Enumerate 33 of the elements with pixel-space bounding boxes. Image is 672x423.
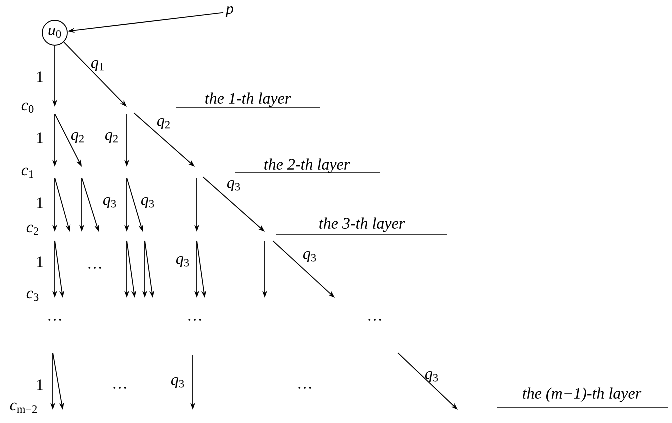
level-label: q$_{2}$ [72, 132, 84, 144]
level-label: q$_{2}$ [158, 118, 170, 130]
level-label: q$_{3}$ [304, 252, 316, 262]
ellipsis: … [368, 319, 382, 321]
level-label: q$_{3}$ [176, 256, 190, 268]
arrow-label: 1 [37, 132, 44, 144]
ellipsis: … [114, 387, 126, 389]
arrow-label: 1 [37, 256, 44, 268]
level-label: c$_{2}$ [26, 224, 38, 236]
level-label: q$_{3}$ [228, 180, 240, 192]
layer-label: the 1-th layer [176, 92, 320, 108]
level-label: q$_{3}$ [104, 198, 116, 208]
layer-label: the 3-th layer [276, 218, 448, 236]
arrow-label: 1 [37, 380, 44, 390]
level-label: c$_{3}$ [26, 290, 39, 302]
ellipsis: … [88, 267, 102, 269]
arrow-label: q$_{1}$ [92, 60, 104, 72]
ellipsis: … [188, 319, 202, 321]
layer-label: the 2-th layer [234, 158, 380, 174]
ellipsis: … [48, 319, 62, 321]
point-label: p [225, 6, 234, 18]
level-label: q$_{3}$ [425, 372, 438, 382]
circle-node: u$_{0}$ [42, 20, 68, 46]
level-label: q$_{2}$ [106, 132, 118, 144]
level-label: q$_{3}$ [172, 378, 184, 388]
level-label: c$_{0}$ [22, 102, 34, 114]
level-label: c$_{m−2}$ [10, 402, 38, 414]
ellipsis: … [298, 387, 312, 389]
arrow-label: 1 [37, 198, 44, 208]
arrow-label: 1 [37, 72, 44, 82]
layer-label: the (m−1)-th layer [496, 388, 668, 408]
level-label: q$_{3}$ [142, 198, 154, 208]
level-label: c$_{1}$ [22, 168, 34, 178]
